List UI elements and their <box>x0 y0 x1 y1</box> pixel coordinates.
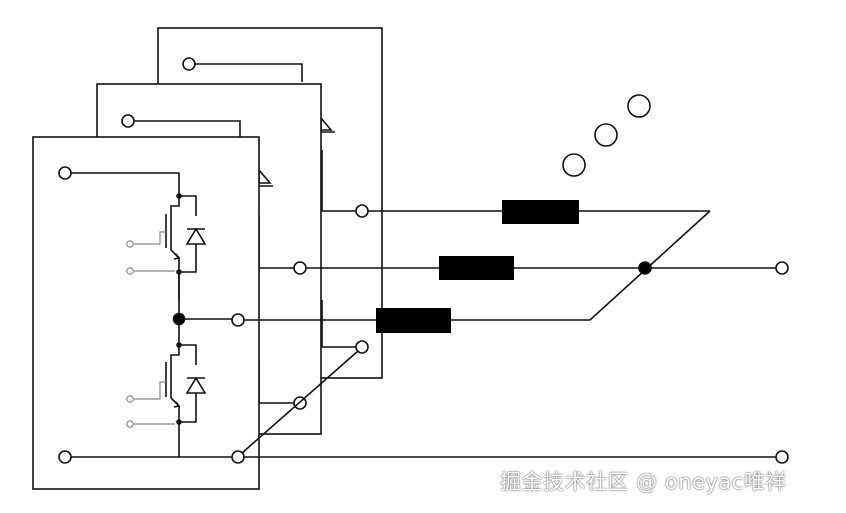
lower-gate-terminal <box>126 395 134 403</box>
lower-collector-junction <box>176 342 182 348</box>
module-back-dc-plus-wire <box>195 63 303 82</box>
watermark-text: 掘金技术社区 @ oneyac唯祥 <box>500 470 787 494</box>
module-front <box>32 136 260 490</box>
dc-minus-external-terminal <box>775 450 789 464</box>
upper-gate-wire <box>134 231 166 245</box>
module-front-dc-plus-wire <box>71 172 180 196</box>
module-back-dc-minus-terminal <box>355 340 369 354</box>
upper-emitter-terminal <box>126 267 134 275</box>
phase-1-wire <box>244 210 711 321</box>
module-middle-output-terminal <box>293 261 307 275</box>
upper-igbt <box>165 195 207 300</box>
module-back-dc-minus-wire <box>321 300 356 348</box>
upper-collector-junction <box>176 193 182 199</box>
continuation-bubble-large <box>627 94 651 118</box>
neutral-star-node <box>638 261 652 275</box>
continuation-bubbles <box>562 94 651 177</box>
inductor-phase-3 <box>502 200 579 224</box>
upper-gate-terminal <box>126 240 134 248</box>
module-back-dc-plus-terminal <box>182 57 196 71</box>
module-back-output-wire <box>321 150 356 212</box>
module-front-dc-minus-left-terminal <box>58 450 72 464</box>
lower-igbt <box>165 344 207 450</box>
module-front-output-terminal <box>231 313 245 327</box>
continuation-bubble-medium <box>594 123 618 147</box>
inductor-phase-2 <box>439 256 514 280</box>
lower-emitter-junction <box>176 419 182 425</box>
continuation-bubble-small <box>562 153 586 177</box>
neutral-external-terminal <box>775 261 789 275</box>
module-front-dc-plus-terminal <box>58 166 72 180</box>
inductor-phase-1 <box>376 308 451 333</box>
module-middle-dc-plus-terminal <box>121 114 135 128</box>
lower-emitter-terminal <box>126 420 134 428</box>
lower-gate-wire <box>134 381 166 400</box>
module-front-frame <box>32 136 260 490</box>
module-middle-dc-plus-wire <box>134 120 241 138</box>
dc-minus-bus-diagonal <box>241 350 359 454</box>
module-back-output-terminal <box>355 204 369 218</box>
